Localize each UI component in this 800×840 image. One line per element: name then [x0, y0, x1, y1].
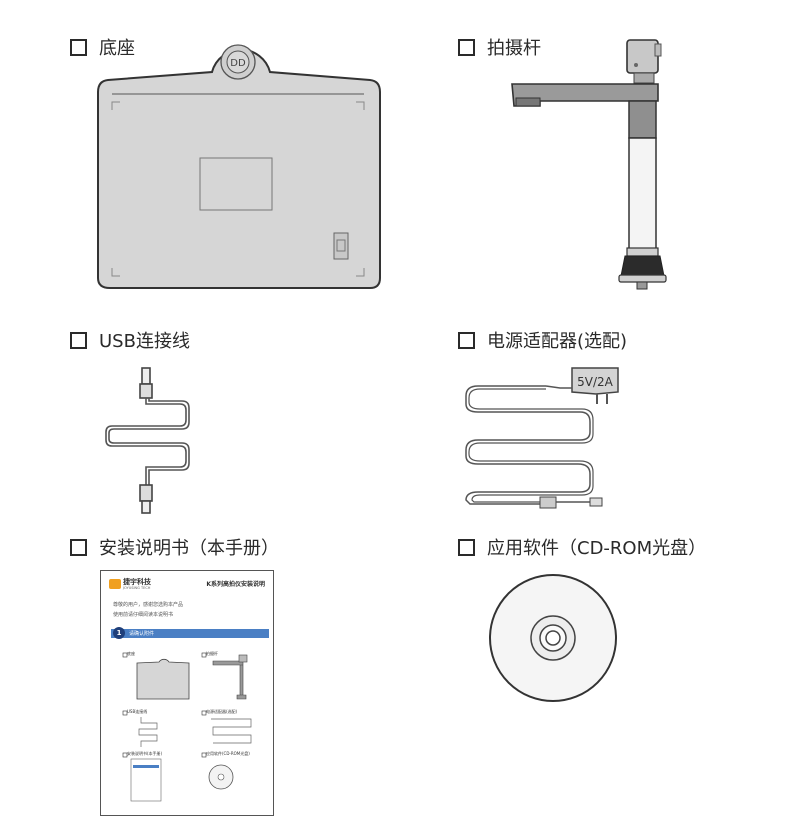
- label-text: USB连接线: [99, 331, 190, 352]
- checkbox-adapter[interactable]: [458, 331, 475, 349]
- label-text: 电源适配器(选配): [487, 331, 628, 352]
- item-cd-label: 应用软件（CD-ROM光盘）: [458, 535, 706, 559]
- checkbox-manual[interactable]: [70, 538, 87, 556]
- mini-label: 安装说明书(本手册): [127, 751, 163, 756]
- manual-intro-1: 尊敬的用户，感谢您选购本产品: [113, 602, 184, 608]
- manual-logo: [109, 579, 121, 589]
- checkbox-cd[interactable]: [458, 538, 475, 556]
- checkbox-base[interactable]: [70, 38, 87, 56]
- usb-cable-illustration: [105, 367, 190, 514]
- checkbox-pole[interactable]: [458, 38, 475, 56]
- manual-intro-2: 使用前请仔细阅读本说明书: [113, 612, 174, 618]
- base-logo: DD: [230, 58, 246, 69]
- manual-thumbnail: 捷宇科技 JOYUSING TECH K系列高拍仪安装说明 尊敬的用户，感谢您选…: [100, 570, 274, 816]
- base-plate: DD: [97, 44, 381, 289]
- item-adapter-label: 电源适配器(选配): [458, 328, 627, 352]
- label-text: 安装说明书（本手册）: [99, 538, 279, 559]
- adapter-illustration: 5V/2A: [465, 367, 619, 509]
- item-usb-label: USB连接线: [70, 328, 190, 352]
- cd-illustration: [489, 574, 617, 702]
- manual-step-number: 1: [113, 627, 125, 639]
- item-pole-label: 拍摄杆: [458, 35, 541, 59]
- item-manual-label: 安装说明书（本手册）: [70, 535, 279, 559]
- label-text: 拍摄杆: [487, 38, 541, 59]
- item-base-label: 底座: [70, 35, 135, 59]
- adapter-marking: 5V/2A: [577, 375, 614, 389]
- manual-mini-drawings: [122, 652, 252, 802]
- mini-label: 电源适配器(选配): [206, 709, 238, 714]
- manual-brand: 捷宇科技: [123, 578, 151, 586]
- pole-illustration: [511, 39, 667, 290]
- mini-label: USB连接线: [127, 709, 148, 714]
- manual-title: K系列高拍仪安装说明: [206, 581, 265, 588]
- label-text: 底座: [99, 38, 135, 59]
- mini-label: 底座: [127, 651, 135, 656]
- mini-label: 拍摄杆: [206, 651, 218, 656]
- checkbox-usb[interactable]: [70, 331, 87, 349]
- manual-step-bar: [111, 629, 269, 638]
- label-text: 应用软件（CD-ROM光盘）: [487, 538, 707, 559]
- manual-brand-en: JOYUSING TECH: [123, 586, 151, 590]
- mini-label: 应用软件(CD-ROM光盘): [206, 751, 250, 756]
- manual-step-title: 请确认附件: [129, 631, 155, 637]
